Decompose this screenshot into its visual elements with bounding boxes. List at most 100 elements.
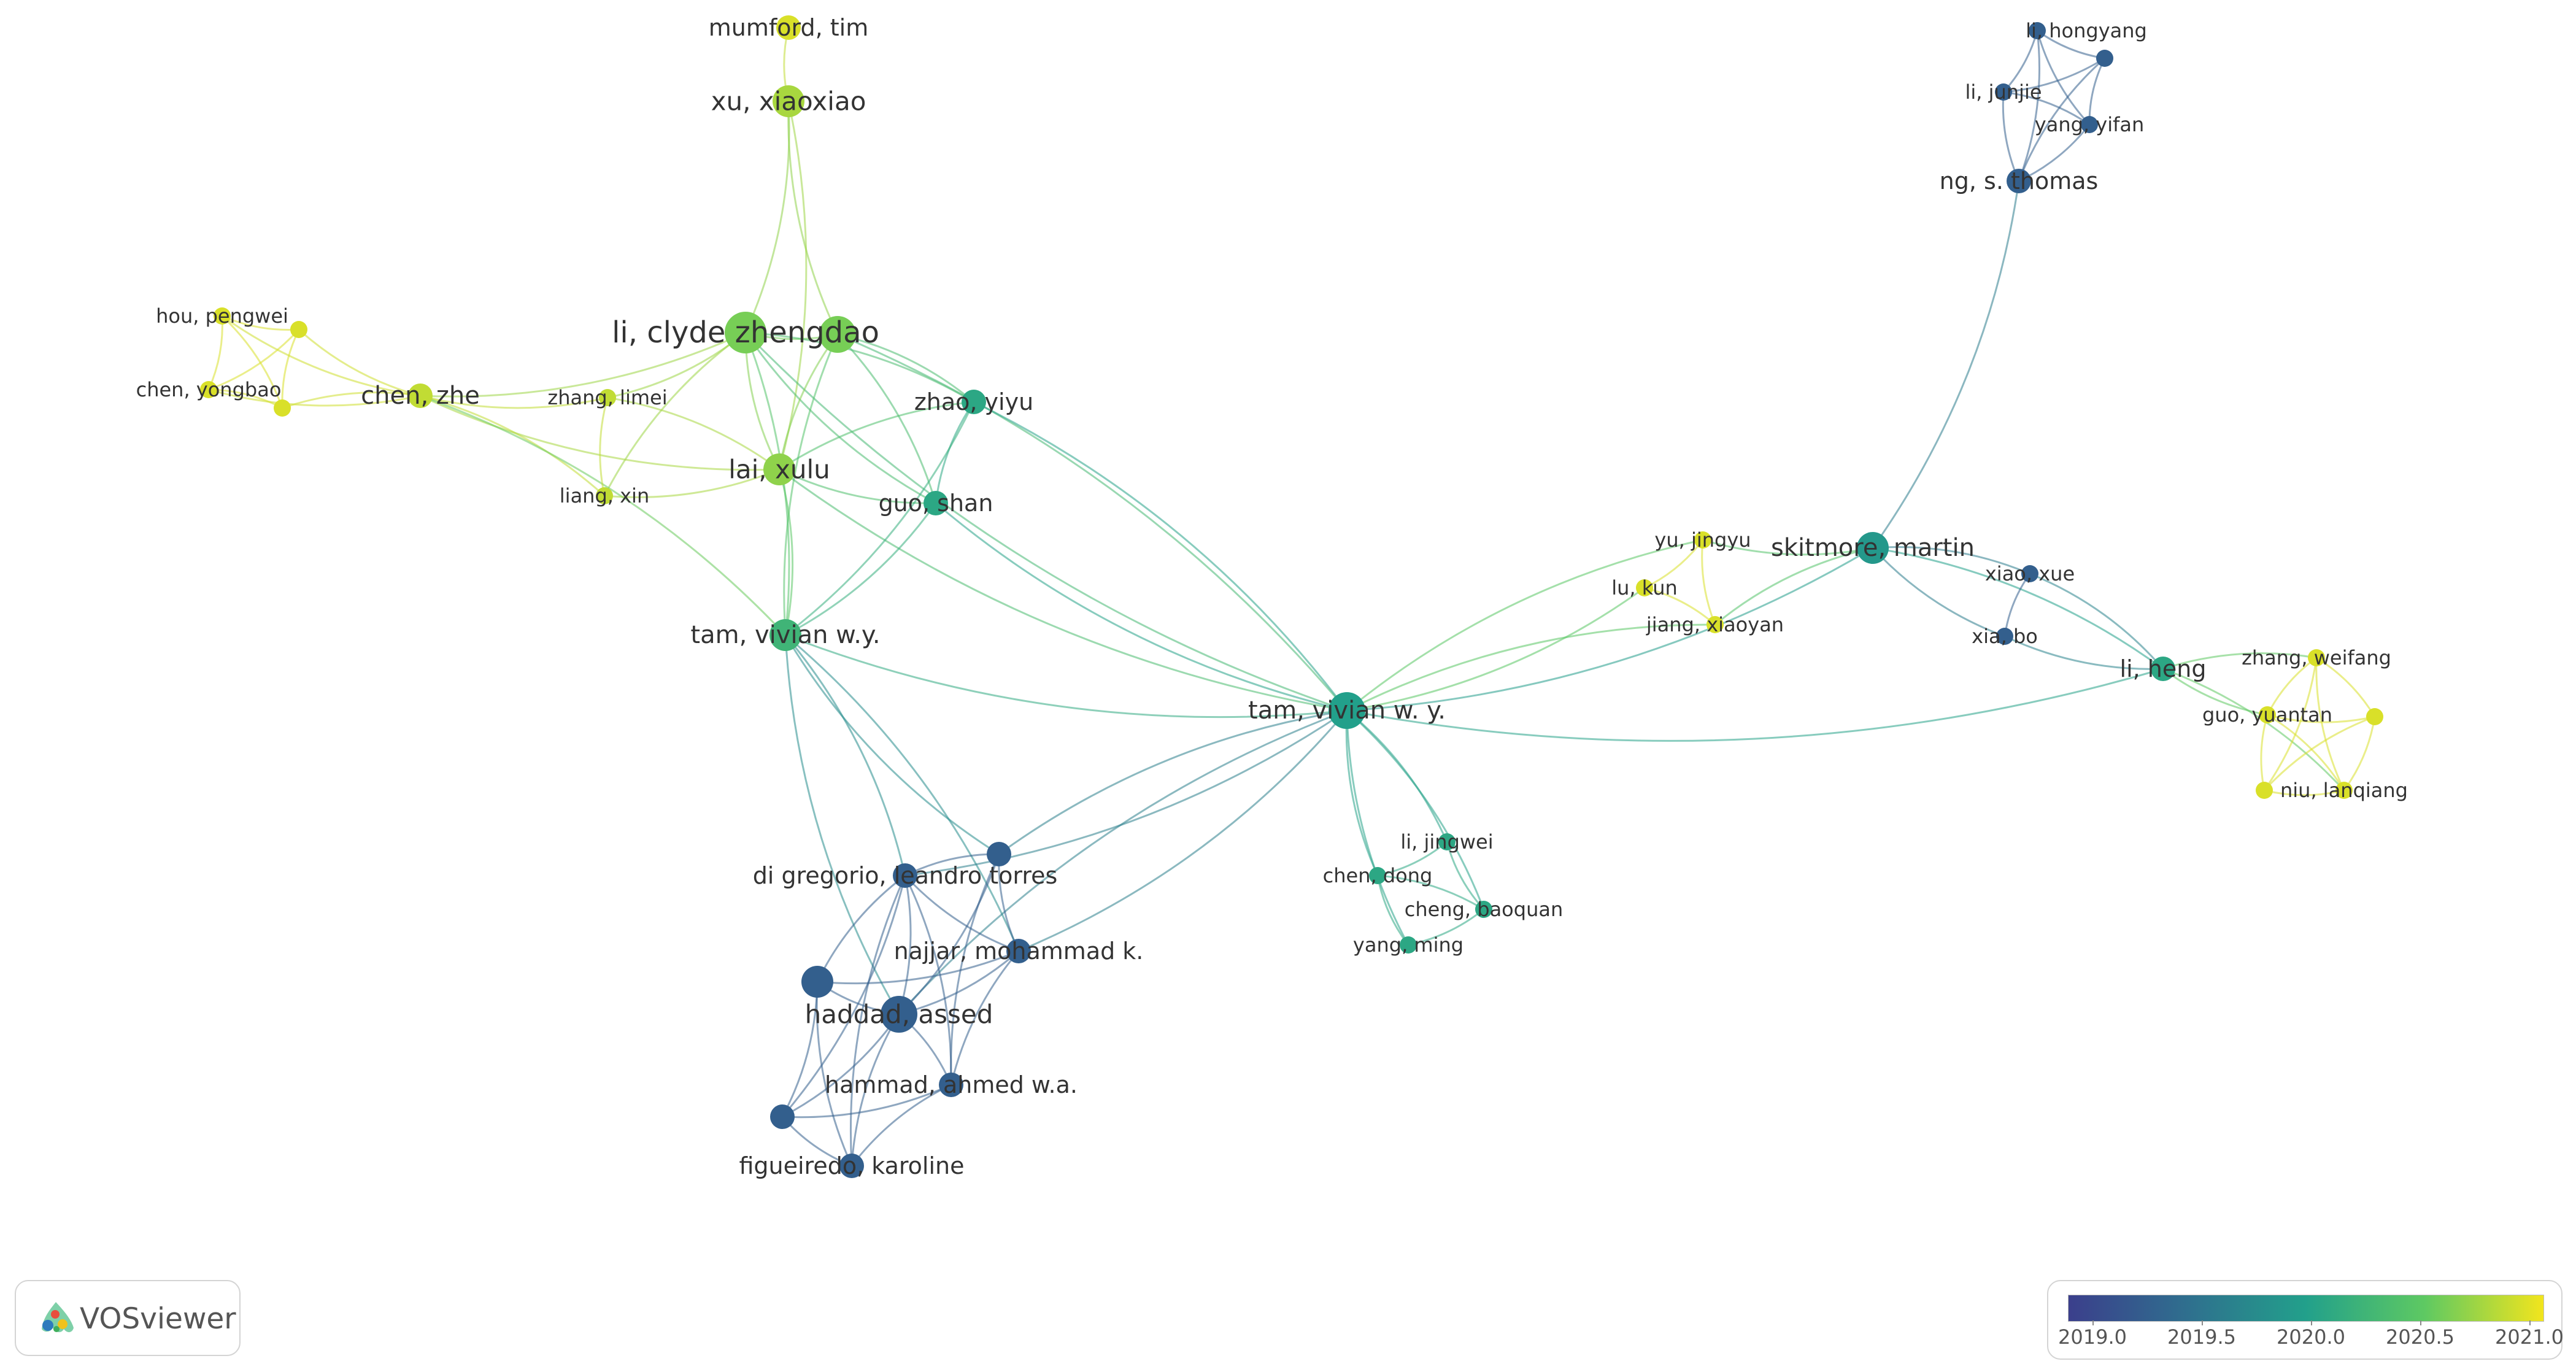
- legend-tick: 2020.5: [2386, 1320, 2455, 1349]
- coauthor-link: [420, 395, 787, 636]
- author-label[interactable]: di gregorio, leandro torres: [753, 862, 1058, 889]
- author-node-figueiredo[interactable]: [839, 1154, 864, 1178]
- author-node-skitmore[interactable]: [1857, 532, 1889, 564]
- coauthor-link: [778, 469, 794, 636]
- author-label[interactable]: figueiredo, karoline: [739, 1152, 964, 1179]
- author-node-yu[interactable]: [1694, 531, 1711, 549]
- author-node-chen-y2[interactable]: [274, 399, 291, 417]
- author-node-li-hy[interactable]: [2029, 22, 2046, 39]
- author-label[interactable]: hou, pengwei: [156, 304, 288, 328]
- author-node-li-hy2[interactable]: [2096, 50, 2113, 67]
- author-node-guo-shan[interactable]: [924, 491, 948, 515]
- author-node-di[interactable]: [893, 863, 917, 888]
- author-node-mumford[interactable]: [776, 15, 801, 40]
- author-label[interactable]: jiang, xiaoyan: [1646, 613, 1784, 636]
- author-node-liang[interactable]: [596, 487, 613, 504]
- author-label[interactable]: yu, jingyu: [1654, 528, 1751, 552]
- author-node-chen-dong[interactable]: [1369, 867, 1386, 884]
- author-label[interactable]: xia, bo: [1972, 625, 2038, 648]
- author-node-tam-vwy[interactable]: [769, 619, 801, 651]
- coauthor-link: [282, 391, 421, 409]
- author-node-xu[interactable]: [773, 85, 804, 117]
- author-node-zhao[interactable]: [962, 390, 986, 414]
- author-node-haddad2[interactable]: [801, 966, 833, 998]
- author-node-xia[interactable]: [1996, 628, 2013, 645]
- author-node-chen-zhe[interactable]: [408, 383, 433, 408]
- author-label[interactable]: li, hongyang: [2026, 19, 2147, 42]
- author-label[interactable]: li, junjie: [1965, 80, 2042, 104]
- author-label[interactable]: liang, xin: [560, 484, 649, 507]
- author-label[interactable]: li, heng: [2120, 655, 2207, 682]
- author-node-jiang[interactable]: [1706, 616, 1724, 633]
- author-label[interactable]: lai, xulu: [728, 455, 830, 485]
- coauthor-link: [787, 101, 839, 335]
- coauthor-link: [208, 388, 283, 409]
- author-node-lu[interactable]: [1636, 579, 1653, 596]
- author-node-hammad[interactable]: [939, 1073, 963, 1097]
- coauthor-link: [2003, 91, 2090, 126]
- author-label[interactable]: chen, dong: [1323, 864, 1433, 887]
- author-node-zhang-limei[interactable]: [599, 389, 616, 406]
- author-node-hou[interactable]: [214, 307, 231, 325]
- author-label[interactable]: guo, yuantan: [2202, 703, 2332, 726]
- author-label[interactable]: tam, vivian w.y.: [690, 621, 880, 649]
- coauthor-link: [2264, 789, 2345, 796]
- author-node-ng[interactable]: [2007, 169, 2031, 193]
- author-label[interactable]: chen, zhe: [361, 382, 480, 410]
- author-node-niu2[interactable]: [2256, 782, 2273, 799]
- author-node-guo-y[interactable]: [2259, 706, 2276, 723]
- author-node-li-clyde[interactable]: [725, 312, 766, 353]
- author-label[interactable]: yang, ming: [1353, 933, 1463, 957]
- coauthor-link: [778, 334, 839, 470]
- coauthor-link: [599, 397, 609, 496]
- author-label[interactable]: xu, xiaoxiao: [711, 87, 866, 117]
- author-label[interactable]: zhao, yiyu: [914, 388, 1033, 415]
- author-node-lai[interactable]: [763, 453, 795, 485]
- author-label[interactable]: tam, vivian w. y.: [1248, 696, 1446, 725]
- author-node-hou2[interactable]: [290, 321, 307, 338]
- coauthor-link: [2267, 714, 2375, 723]
- author-node-yang-ming[interactable]: [1400, 936, 1417, 954]
- author-label[interactable]: lu, kun: [1611, 576, 1678, 599]
- author-label[interactable]: li, jingwei: [1400, 830, 1493, 854]
- app-name: VOSviewer: [80, 1302, 236, 1336]
- author-node-zhang-wf[interactable]: [2308, 649, 2325, 666]
- author-node-figueiredo2[interactable]: [770, 1104, 795, 1129]
- author-node-li-clyde2[interactable]: [819, 316, 856, 353]
- author-node-chen-y[interactable]: [200, 381, 217, 398]
- author-label[interactable]: chen, yongbao: [136, 378, 282, 401]
- author-node-li-jingwei[interactable]: [1438, 833, 1456, 850]
- author-label[interactable]: zhang, weifang: [2242, 646, 2391, 669]
- author-node-najjar[interactable]: [1006, 939, 1031, 963]
- author-label[interactable]: xiao, xue: [1985, 562, 2075, 585]
- author-node-di2[interactable]: [987, 842, 1011, 866]
- coauthor-link: [779, 401, 974, 471]
- author-label[interactable]: najjar, mohammad k.: [894, 938, 1144, 965]
- author-node-guo-y2[interactable]: [2366, 708, 2383, 725]
- author-label[interactable]: li, clyde zhengdao: [612, 315, 879, 350]
- coauthor-link: [607, 396, 780, 471]
- author-node-yang-yf[interactable]: [2081, 116, 2098, 133]
- author-node-xiao[interactable]: [2021, 565, 2038, 582]
- author-label[interactable]: ng, s. thomas: [1940, 168, 2099, 195]
- author-label[interactable]: cheng, baoquan: [1405, 898, 1563, 921]
- author-node-tam-v[interactable]: [1328, 692, 1365, 729]
- author-label[interactable]: guo, shan: [879, 490, 993, 517]
- author-label[interactable]: hammad, ahmed w.a.: [825, 1071, 1078, 1098]
- coauthor-link: [1872, 547, 2005, 638]
- author-node-cheng[interactable]: [1475, 901, 1492, 918]
- coauthor-link: [2263, 715, 2375, 792]
- author-label[interactable]: zhang, limei: [547, 386, 667, 409]
- author-label[interactable]: haddad, assed: [805, 1000, 993, 1030]
- author-label[interactable]: skitmore, martin: [1771, 534, 1975, 562]
- coauthor-link: [2343, 716, 2376, 791]
- author-label[interactable]: mumford, tim: [709, 14, 868, 41]
- author-label[interactable]: niu, lanqiang: [2280, 779, 2408, 802]
- author-label[interactable]: yang, yifan: [2035, 113, 2144, 136]
- coauthor-link: [1018, 710, 1348, 952]
- author-node-li-heng[interactable]: [2151, 657, 2175, 681]
- author-node-haddad[interactable]: [881, 996, 917, 1033]
- author-node-niu[interactable]: [2335, 782, 2353, 799]
- author-node-li-jj[interactable]: [1995, 83, 2012, 101]
